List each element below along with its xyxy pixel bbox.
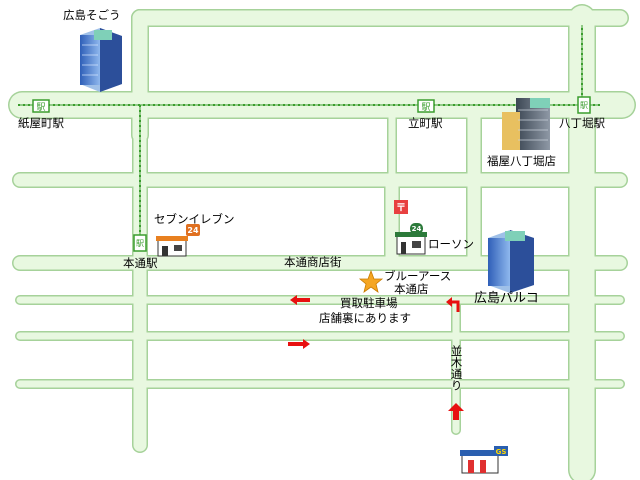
svg-text:駅: 駅	[36, 102, 45, 113]
svg-text:〒: 〒	[396, 202, 406, 214]
station-sign-icon: 駅	[577, 96, 591, 114]
label-seven-eleven: セブンイレブン	[154, 212, 235, 226]
convenience-store-icon: 24	[156, 224, 200, 257]
label-kamiyacho-station: 紙屋町駅	[18, 116, 64, 130]
post-office-icon: 〒	[394, 200, 408, 214]
station-sign-icon: 駅	[32, 99, 50, 113]
tram-line	[18, 25, 600, 250]
label-fukuya-hatchobori: 福屋八丁堀店	[487, 154, 556, 168]
label-shop-name: ブルーアース	[384, 269, 452, 283]
label-hatchobori-station: 八丁堀駅	[559, 116, 605, 130]
convenience-store-icon: 24	[395, 223, 427, 255]
red-arrow-icon	[448, 403, 464, 420]
svg-text:駅: 駅	[421, 102, 430, 113]
svg-text:駅: 駅	[580, 101, 588, 110]
svg-text:24: 24	[187, 226, 199, 235]
department-store-building-icon	[488, 230, 534, 293]
department-store-building-icon	[502, 98, 550, 150]
label-namiki-dori: 並木通り	[449, 345, 464, 391]
svg-text:駅: 駅	[136, 239, 144, 248]
label-hondori-station: 本通駅	[123, 256, 158, 270]
red-arrow-icon	[288, 339, 310, 349]
label-hiroshima-sogo: 広島そごう	[63, 8, 121, 22]
label-hondori-shotengai: 本通商店街	[284, 255, 342, 269]
red-arrow-icon	[446, 297, 460, 312]
department-store-building-icon	[80, 28, 122, 92]
star-icon	[358, 269, 384, 293]
svg-text:GS: GS	[496, 448, 507, 456]
label-tatemachi-station: 立町駅	[408, 116, 443, 130]
station-sign-icon: 駅	[133, 234, 147, 252]
red-arrow-icon	[290, 295, 310, 305]
label-hiroshima-parco: 広島パルコ	[474, 291, 539, 306]
label-shop-branch: 本通店	[394, 282, 429, 296]
label-parking: 買取駐車場	[340, 296, 398, 310]
svg-text:24: 24	[412, 225, 422, 233]
station-sign-icon: 駅	[417, 99, 435, 113]
label-lawson: ローソン	[428, 237, 474, 251]
label-parking-note: 店舗裏にあります	[319, 311, 411, 325]
gas-station-icon: GS	[460, 446, 508, 474]
